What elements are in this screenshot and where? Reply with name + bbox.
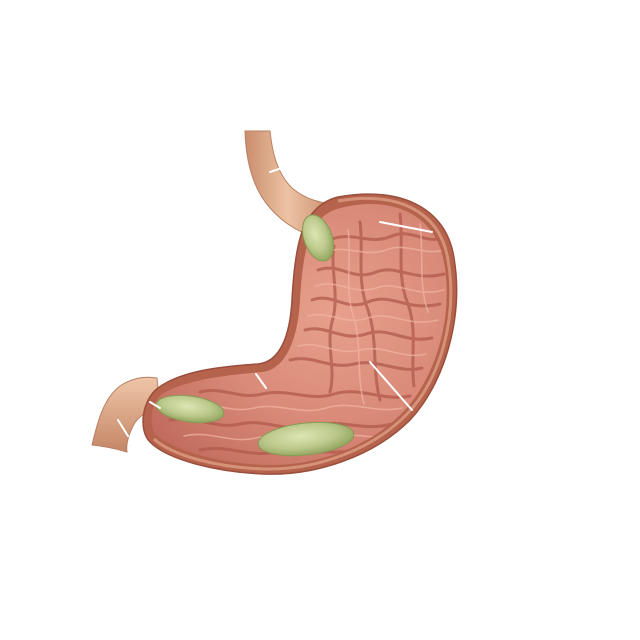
leader-line-duodenum bbox=[117, 419, 129, 437]
leader-line-pylorus bbox=[149, 401, 161, 409]
leader-line-fundus bbox=[379, 221, 433, 233]
food-bolus-upper bbox=[301, 214, 335, 262]
leader-line-lesser-curvature bbox=[255, 373, 267, 389]
food-bolus-right bbox=[257, 421, 355, 457]
food-bolus-left bbox=[155, 394, 225, 424]
leader-lines bbox=[117, 167, 433, 437]
gastric-lining bbox=[151, 204, 447, 466]
gastric-rugae bbox=[168, 212, 446, 456]
stomach-wall-highlight bbox=[153, 196, 453, 471]
leader-line-esophagus bbox=[269, 167, 283, 173]
leader-line-body bbox=[369, 361, 413, 411]
